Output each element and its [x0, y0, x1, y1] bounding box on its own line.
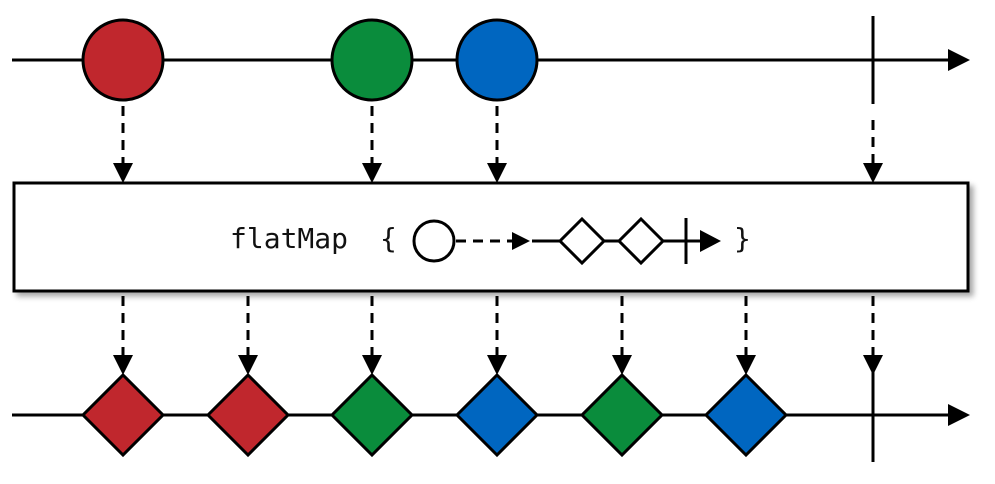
operator-name: flatMap — [230, 222, 348, 255]
input-connector-4-arrowhead-icon — [863, 163, 883, 183]
output-connector-1-arrowhead-icon — [113, 355, 133, 375]
output-connector-2 — [238, 296, 258, 375]
operator-diamond-icon-2 — [616, 216, 666, 266]
output-marble-red-diamond-icon — [205, 372, 291, 458]
operator-close-brace: } — [734, 222, 751, 255]
input-connector-1-arrowhead-icon — [113, 163, 133, 183]
operator-dashed-arrowhead-icon — [512, 232, 530, 250]
output-marble-green-diamond-icon — [329, 372, 415, 458]
input-timeline-arrowhead-icon — [948, 49, 970, 71]
output-connector-6 — [736, 296, 756, 375]
input-timeline — [12, 16, 970, 104]
output-connector-6-arrowhead-icon — [736, 355, 756, 375]
input-marble-blue-circle-icon — [455, 18, 539, 102]
operator-mini-arrowhead-icon — [700, 230, 721, 252]
input-connector-1 — [113, 106, 133, 183]
output-connector-4-arrowhead-icon — [487, 355, 507, 375]
output-timeline — [12, 372, 970, 462]
output-marble-blue-diamond-icon — [703, 372, 789, 458]
input-connector-4 — [863, 120, 883, 183]
output-connector-4 — [487, 296, 507, 375]
input-connector-2 — [362, 106, 382, 183]
input-connectors — [113, 106, 883, 183]
output-connector-2-arrowhead-icon — [238, 355, 258, 375]
output-connectors — [113, 296, 883, 375]
input-connector-3 — [487, 106, 507, 183]
output-connector-7 — [863, 296, 883, 375]
operator-box-rect — [12, 181, 970, 293]
output-timeline-arrowhead-icon — [948, 404, 970, 426]
operator-open-brace: { — [380, 222, 397, 255]
output-marble-green-diamond-icon — [579, 372, 665, 458]
output-connector-5-arrowhead-icon — [612, 355, 632, 375]
output-connector-3 — [362, 296, 382, 375]
operator-diamond-icon-1 — [557, 216, 607, 266]
output-connector-1 — [113, 296, 133, 375]
input-connector-2-arrowhead-icon — [362, 163, 382, 183]
input-marble-green-circle-icon — [330, 18, 414, 102]
output-connector-7-arrowhead-icon — [863, 355, 883, 375]
input-marble-red-circle-icon — [81, 18, 165, 102]
input-connector-3-arrowhead-icon — [487, 163, 507, 183]
output-marble-red-diamond-icon — [80, 372, 166, 458]
operator-box: flatMap { } — [12, 181, 970, 293]
output-connector-5 — [612, 296, 632, 375]
output-connector-3-arrowhead-icon — [362, 355, 382, 375]
operator-circle-icon — [412, 219, 456, 263]
output-marble-blue-diamond-icon — [454, 372, 540, 458]
